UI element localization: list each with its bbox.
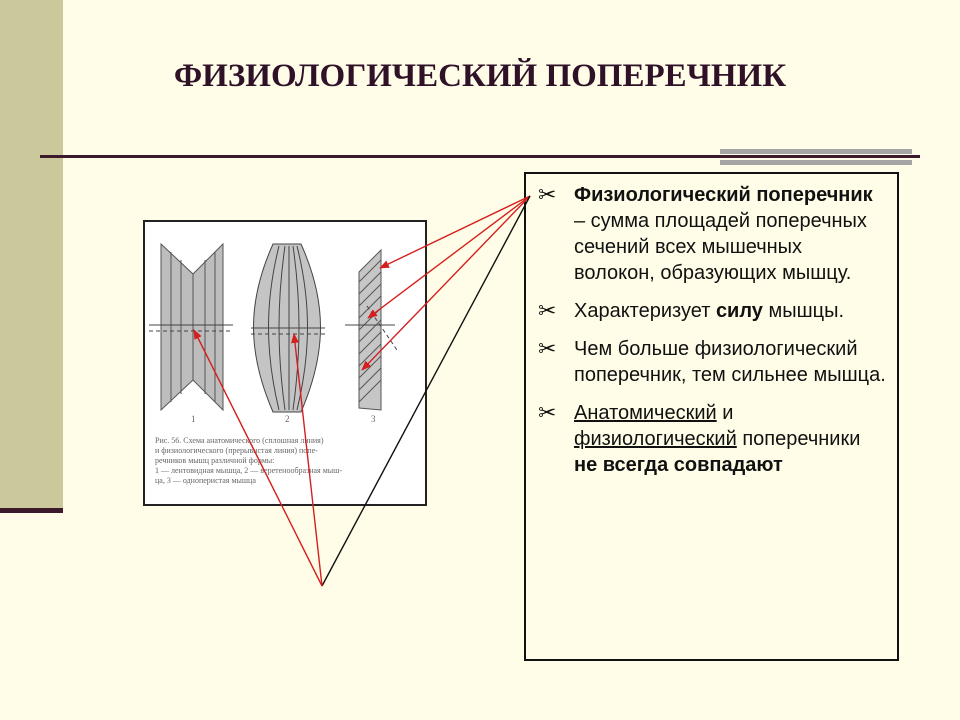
figure-caption-line: речников мышц различной формы: (155, 456, 275, 465)
bullet-definition: ✂ Физиологический поперечник – сумма пло… (536, 182, 887, 286)
bullet-comparison: ✂ Чем больше физиологический поперечник,… (536, 336, 887, 388)
figure-label-3: 3 (371, 414, 376, 424)
definition-textbox: ✂ Физиологический поперечник – сумма пло… (524, 172, 899, 661)
side-bar (0, 0, 63, 512)
muscle-1-ribbon (160, 242, 224, 412)
term-anatomical: Анатомический (574, 402, 717, 424)
bullet-list: ✂ Физиологический поперечник – сумма пло… (526, 174, 897, 478)
grey-rule-top (720, 149, 912, 154)
scissors-icon: ✂ (538, 298, 557, 323)
slide-title: ФИЗИОЛОГИЧЕСКИЙ ПОПЕРЕЧНИК (173, 58, 787, 94)
conjunction: и (716, 402, 734, 424)
figure-label-1: 1 (191, 414, 196, 424)
scissors-icon: ✂ (538, 336, 557, 361)
figure-caption-line: 1 — лентовидная мышца, 2 — веретенообраз… (155, 466, 342, 475)
term-physiological: физиологический (574, 428, 737, 450)
bullet-mismatch: ✂ Анатомический и физиологический попере… (536, 400, 887, 478)
figure-caption-line: и физиологического (прерывистая линия) п… (155, 446, 318, 455)
term-physiological-cross-section: Физиологический поперечник (574, 184, 873, 206)
scissors-icon: ✂ (538, 182, 557, 207)
figure-caption: Рис. 56. Схема анатомического (сплошная … (155, 436, 417, 486)
side-rule (0, 508, 63, 513)
figure-label-2: 2 (285, 414, 290, 424)
mismatch-text: поперечники (736, 428, 861, 450)
figure-caption-line: Рис. 56. Схема анатомического (сплошная … (155, 436, 324, 445)
scissors-icon: ✂ (538, 400, 557, 425)
muscle-cross-section-figure: 1 2 3 Рис. 56. Схема анатомического (спл… (143, 220, 427, 506)
strength-text: Характеризует (574, 300, 716, 322)
figure-caption-line: ца, 3 — одноперистая мышца (155, 476, 256, 485)
title-rule (40, 155, 920, 158)
definition-text: – сумма площадей поперечных сечений всех… (574, 210, 867, 284)
strength-bold: силу (715, 300, 763, 322)
mismatch-bold: не всегда совпадают (574, 454, 783, 476)
bullet-strength: ✂ Характеризует силу мышцы. (536, 298, 887, 324)
grey-rule-bottom (720, 160, 912, 165)
comparison-text: Чем больше физиологический поперечник, т… (574, 338, 886, 386)
muscle-3-unipennate (358, 248, 382, 411)
strength-tail: мышцы. (762, 300, 845, 322)
